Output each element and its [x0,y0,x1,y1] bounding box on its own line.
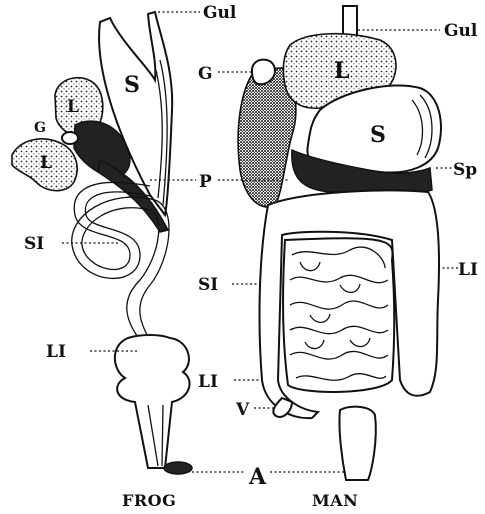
frog-stomach-label: S [124,72,140,98]
man-small-intestine [283,238,394,392]
frog-large-intestine [115,335,190,468]
man-caption: MAN [312,491,358,510]
man-gall-bladder [252,60,275,85]
man-appendix-label: V [235,400,250,420]
man-stomach-label: S [370,122,386,148]
frog-anus [164,462,192,474]
frog-gullet-label: Gul [203,3,237,23]
man-anus-label: A [248,464,267,490]
man-gall-bladder-label: G [198,64,213,84]
man-spleen-label: Sp [453,160,477,180]
frog-small-intestine-label: SI [24,234,44,254]
man-rectum [339,407,375,480]
frog-liver-upper-label: L [67,97,79,117]
man-pancreas-label: P [199,172,212,192]
frog-gall-bladder-label: G [34,120,46,136]
frog-large-intestine-label: LI [46,342,66,362]
man-large-intestine-left-label: LI [198,372,218,392]
man-gullet-label: Gul [444,21,478,41]
frog-caption: FROG [122,491,176,510]
man-large-intestine-right-label: LI [458,260,478,280]
frog-gall-bladder [62,132,78,144]
man-small-intestine-label: SI [198,275,218,295]
man-liver-label: L [334,58,349,84]
frog-liver-lower-label: L [40,153,52,173]
